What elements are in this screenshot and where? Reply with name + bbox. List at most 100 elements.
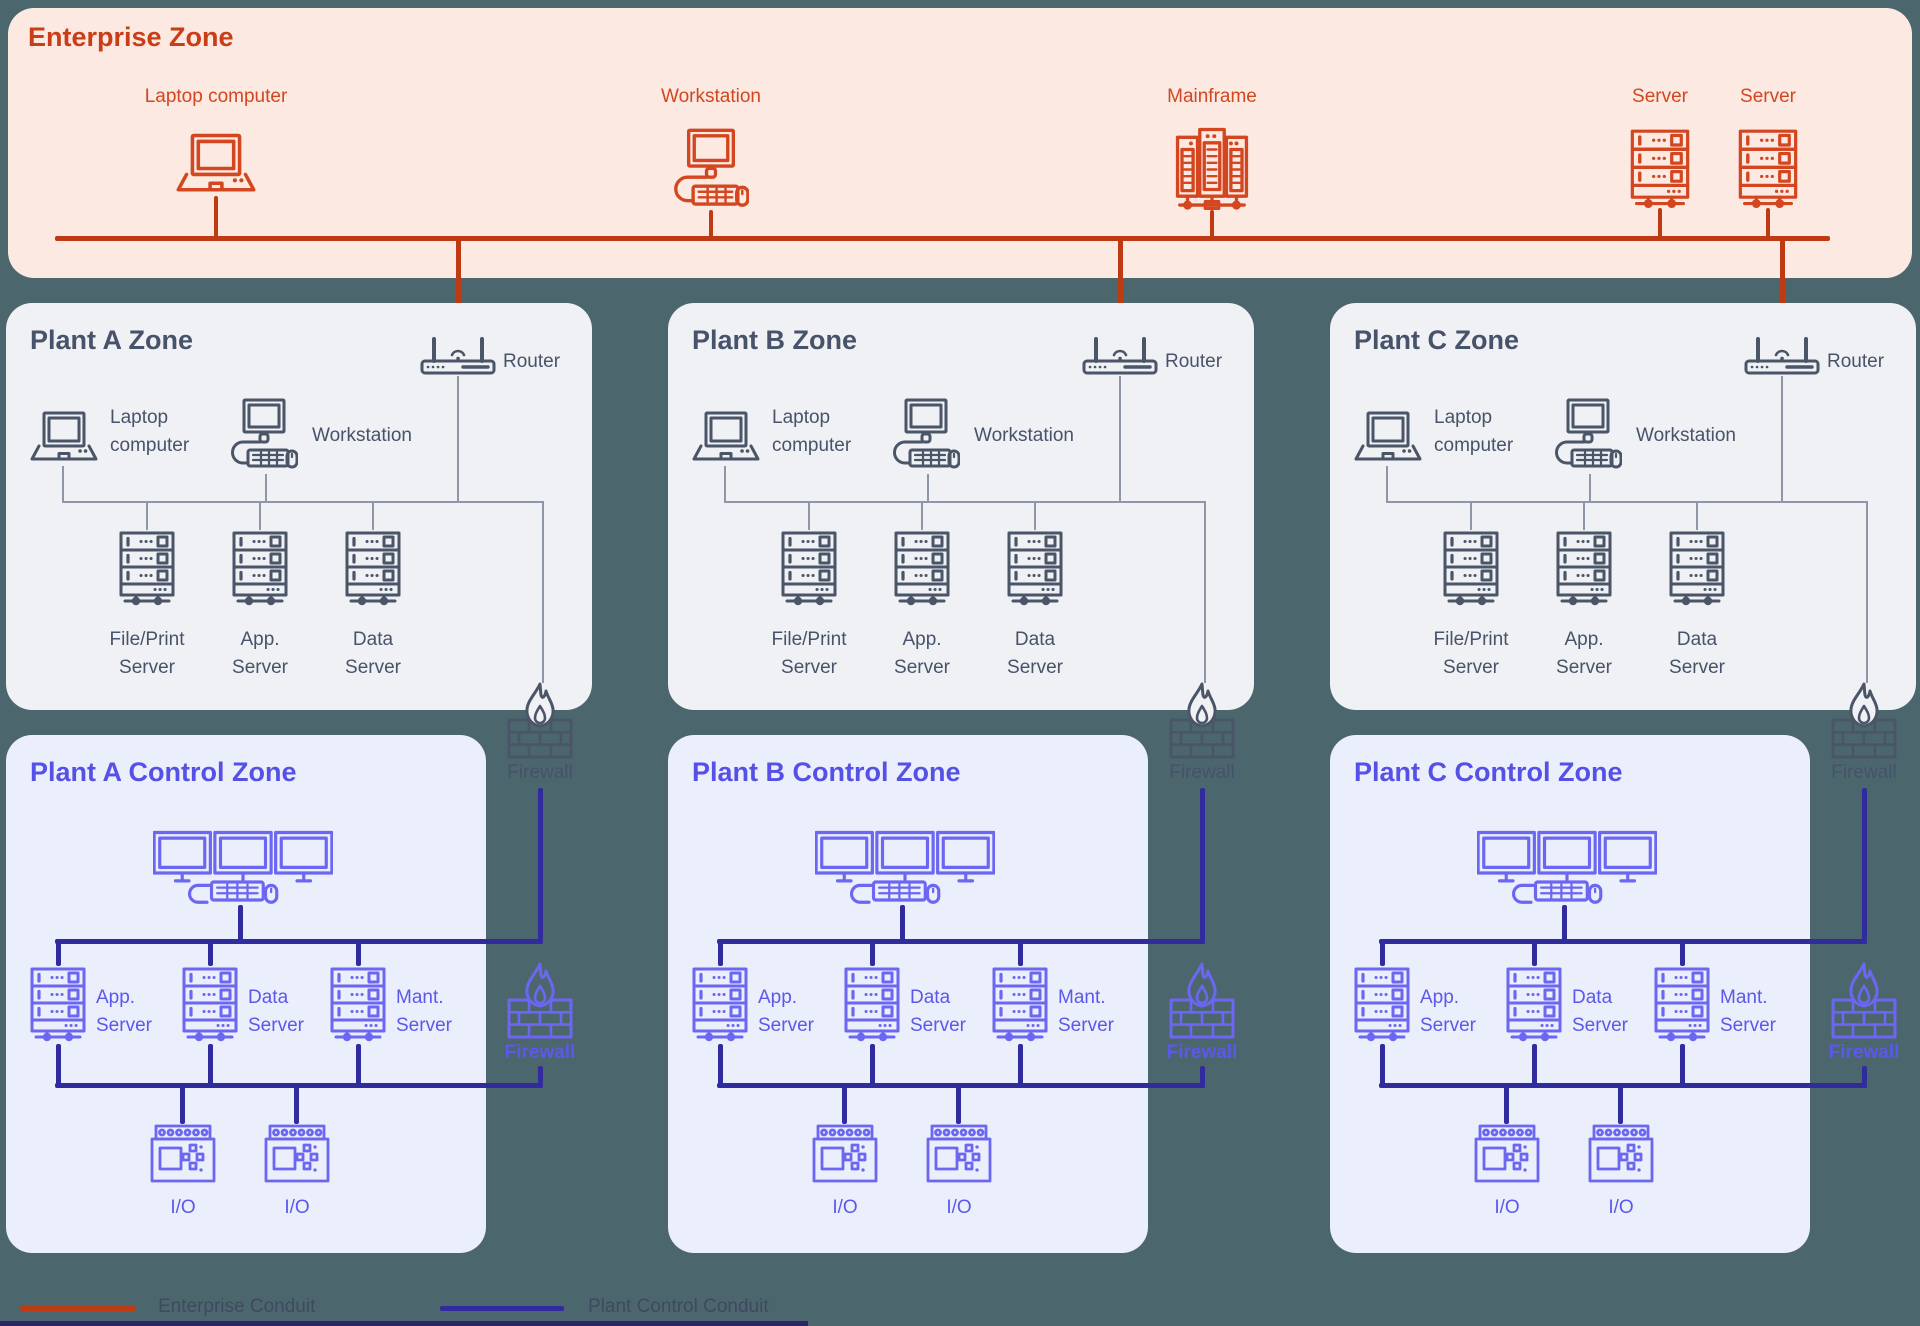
laptop-icon xyxy=(26,410,102,466)
laptop-icon xyxy=(171,132,261,198)
enterprise-server1-label: Server xyxy=(1632,86,1688,107)
plant-server-label: App. Server xyxy=(1556,629,1612,678)
firewall-icon xyxy=(1830,680,1898,760)
firewall-icon xyxy=(1830,960,1898,1040)
control-server-downlink xyxy=(1380,1044,1385,1088)
enterprise-conduit-drop xyxy=(456,236,461,336)
control-bus-lower xyxy=(55,1083,543,1088)
plant-bus-line xyxy=(1386,501,1868,503)
enterprise-conduit-drop xyxy=(1780,236,1785,336)
server-icon xyxy=(842,966,902,1044)
hmi-icon xyxy=(815,830,995,907)
server-icon xyxy=(1504,966,1564,1044)
enterprise-laptop-link xyxy=(214,196,218,238)
server-icon xyxy=(230,530,290,608)
control-server-label: Mant. Server xyxy=(396,987,452,1036)
firewall-link xyxy=(542,501,544,683)
control-server-downlink xyxy=(718,1044,723,1088)
router-icon xyxy=(1081,334,1159,376)
io-module-icon xyxy=(1473,1124,1541,1184)
control-server-downlink xyxy=(1680,1044,1685,1088)
control-server-link xyxy=(1680,942,1685,966)
plant-workstation-label: Workstation xyxy=(312,425,412,446)
firewall-label: Firewall xyxy=(507,762,573,783)
control-server-link xyxy=(1380,942,1385,966)
io-link xyxy=(842,1086,847,1124)
server-icon xyxy=(990,966,1050,1044)
io-label: I/O xyxy=(946,1197,972,1218)
control-server-label: Mant. Server xyxy=(1058,987,1114,1036)
control-zone-panel xyxy=(668,735,1148,1253)
control-server-downlink xyxy=(1532,1044,1537,1088)
control-server-link xyxy=(870,942,875,966)
control-bus-upper xyxy=(717,939,1205,944)
firewall-label: Firewall xyxy=(1166,1042,1238,1063)
server-link xyxy=(1696,503,1698,530)
router-icon xyxy=(419,334,497,376)
io-module-icon xyxy=(149,1124,217,1184)
control-server-downlink xyxy=(1018,1044,1023,1088)
workstation-link xyxy=(927,474,929,503)
enterprise-server2-label: Server xyxy=(1740,86,1796,107)
enterprise-bus-line xyxy=(55,236,1830,241)
plant-server-label: Data Server xyxy=(345,629,401,678)
server-icon xyxy=(1554,530,1614,608)
firewall-downlink xyxy=(1862,1066,1867,1088)
control-conduit-drop xyxy=(1200,788,1205,944)
server-icon xyxy=(28,966,88,1044)
io-link xyxy=(956,1086,961,1124)
plant-bus-line xyxy=(62,501,544,503)
hmi-link xyxy=(238,905,243,941)
plant-zone-title: Plant B Zone xyxy=(692,325,858,355)
workstation-icon xyxy=(1554,398,1622,474)
enterprise-mainframe-link xyxy=(1210,210,1214,238)
control-bus-upper xyxy=(55,939,543,944)
io-link xyxy=(294,1086,299,1124)
server-icon xyxy=(180,966,240,1044)
server-link xyxy=(1583,503,1585,530)
router-link xyxy=(1781,376,1783,503)
firewall-label: Firewall xyxy=(504,1042,576,1063)
firewall-downlink xyxy=(1200,1066,1205,1088)
enterprise-laptop-label: Laptop computer xyxy=(144,86,288,107)
io-label: I/O xyxy=(284,1197,310,1218)
control-zone-panel xyxy=(1330,735,1810,1253)
server-icon xyxy=(690,966,750,1044)
laptop-link xyxy=(62,466,64,503)
firewall-icon xyxy=(506,680,574,760)
plant-zone-title: Plant C Zone xyxy=(1354,325,1520,355)
plant-laptop-label: Laptop computer xyxy=(1434,407,1514,456)
enterprise-conduit-drop xyxy=(1118,236,1123,336)
hmi-link xyxy=(900,905,905,941)
io-link xyxy=(180,1086,185,1124)
server-icon xyxy=(1441,530,1501,608)
plant-laptop-label: Laptop computer xyxy=(772,407,852,456)
server-icon xyxy=(1352,966,1412,1044)
hmi-link xyxy=(1562,905,1567,941)
plant-server-label: Data Server xyxy=(1669,629,1725,678)
server-icon xyxy=(343,530,403,608)
plant-server-label: Data Server xyxy=(1007,629,1063,678)
control-server-label: Data Server xyxy=(1572,987,1628,1036)
server-icon xyxy=(1628,128,1692,211)
firewall-icon xyxy=(1168,680,1236,760)
io-module-icon xyxy=(925,1124,993,1184)
server-icon xyxy=(1652,966,1712,1044)
control-server-label: App. Server xyxy=(96,987,152,1036)
server-icon xyxy=(1667,530,1727,608)
io-module-icon xyxy=(1587,1124,1655,1184)
enterprise-workstation-label: Workstation xyxy=(661,86,761,107)
firewall-icon xyxy=(506,960,574,1040)
server-icon xyxy=(328,966,388,1044)
control-zone-title: Plant C Control Zone xyxy=(1354,757,1623,787)
server-icon xyxy=(779,530,839,608)
workstation-icon xyxy=(230,398,298,474)
control-zone-title: Plant A Control Zone xyxy=(30,757,297,787)
io-label: I/O xyxy=(1494,1197,1520,1218)
plant-bus-line xyxy=(724,501,1206,503)
plant-workstation-label: Workstation xyxy=(1636,425,1736,446)
control-server-downlink xyxy=(356,1044,361,1088)
server-link xyxy=(259,503,261,530)
laptop-icon xyxy=(688,410,764,466)
server-link xyxy=(1470,503,1472,530)
